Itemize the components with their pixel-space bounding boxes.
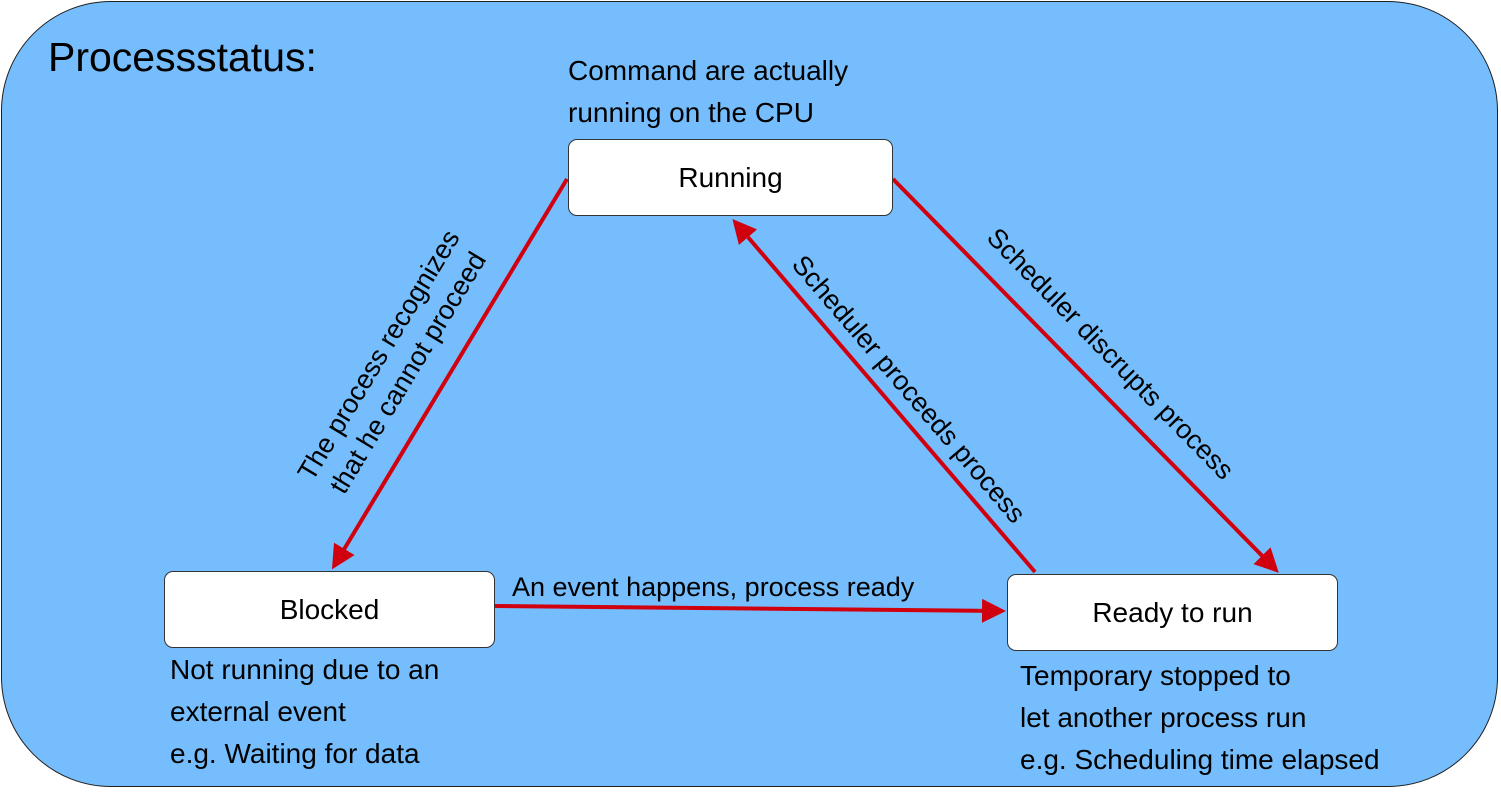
note-blocked: Not running due to an external event e.g… — [170, 649, 439, 775]
label-running-to-ready: Scheduler discrupts process — [981, 222, 1240, 485]
note-blocked-line: external event — [170, 696, 346, 727]
note-ready-line: let another process run — [1020, 702, 1307, 733]
state-ready-label: Ready to run — [1092, 596, 1253, 628]
label-blocked-to-ready: An event happens, process ready — [512, 572, 915, 602]
state-running-box: Running — [568, 139, 893, 216]
state-ready-box: Ready to run — [1007, 574, 1338, 651]
note-blocked-line: Not running due to an — [170, 654, 440, 685]
state-running-label: Running — [678, 161, 783, 193]
arrow-running-to-ready — [891, 177, 1279, 573]
arrow-ready-to-running — [732, 218, 1037, 574]
note-running-line: running on the CPU — [568, 97, 814, 128]
note-ready-line: e.g. Scheduling time elapsed — [1020, 744, 1380, 775]
state-blocked-box: Blocked — [164, 571, 495, 648]
note-running: Command are actually running on the CPU — [568, 50, 848, 134]
state-blocked-label: Blocked — [279, 593, 380, 625]
arrow-running-to-blocked — [331, 177, 569, 570]
diagram-title: Processstatus: — [48, 34, 317, 80]
label-ready-to-running: Scheduler proceeds process — [786, 249, 1031, 528]
note-running-line: Command are actually — [568, 55, 849, 86]
note-blocked-line: e.g. Waiting for data — [170, 738, 420, 769]
note-ready: Temporary stopped to let another process… — [1020, 655, 1380, 781]
process-status-panel — [1, 1, 1498, 787]
note-ready-line: Temporary stopped to — [1020, 660, 1291, 691]
arrow-blocked-to-ready — [494, 598, 1006, 623]
